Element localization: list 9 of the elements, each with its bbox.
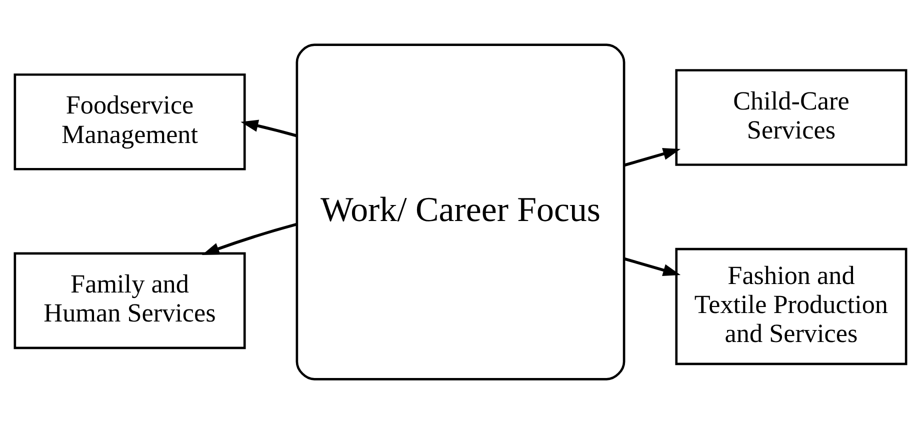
node-box: Foodservice Management bbox=[14, 72, 246, 170]
arrow bbox=[202, 222, 297, 254]
arrow bbox=[624, 147, 681, 166]
node-box: Fashion and Textile Production and Services bbox=[675, 247, 908, 365]
arrow bbox=[624, 256, 681, 276]
node-box: Family and Human Services bbox=[14, 252, 246, 349]
node-box: Child-Care Services bbox=[675, 68, 908, 166]
node-box: Work/ Career Focus bbox=[296, 43, 626, 380]
arrow bbox=[240, 119, 297, 137]
